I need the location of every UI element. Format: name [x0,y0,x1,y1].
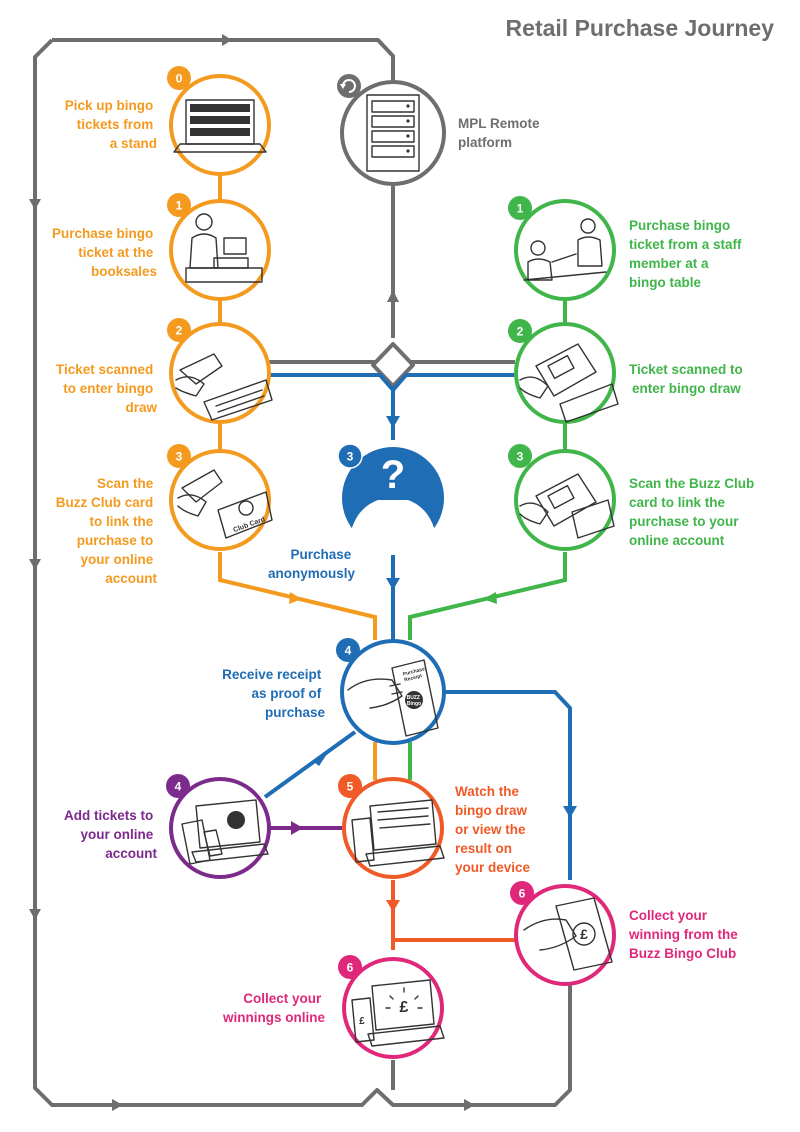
label-red-orange-5: Watch the bingo draw or view the result … [455,784,531,875]
laptop-phone-icon [181,799,269,865]
green-arrow [483,592,497,604]
ticket-stand-icon [173,99,267,153]
blue-lines [263,373,572,880]
step-pink-6-bottom: £ £ 6 Collect your winnings online [222,955,445,1059]
svg-text:£: £ [359,1016,365,1027]
badge-pink-6-right: 6 [519,887,526,901]
step-blue-3: ? 3 Purchase anonymously [268,443,444,581]
badge-blue-3: 3 [347,450,354,464]
badge-orange-3: 3 [176,450,183,464]
badge-red-orange-5: 5 [347,780,354,794]
red-orange-lines [391,880,516,950]
page-title: Retail Purchase Journey [506,15,775,41]
purple-arrow [291,821,303,835]
step-orange-0: 0 Pick up bingo tickets from a stand [65,66,271,176]
step-green-2: 2 Ticket scanned to enter bingo draw [508,319,747,424]
cashier-icon [185,213,263,283]
laptop-pound-icon: £ £ [351,979,445,1047]
badge-purple-4: 4 [175,780,182,794]
label-purple-4: Add tickets to your online account [64,808,158,861]
grey-arrows [29,34,475,1111]
svg-text:BUZZ Bingo: BUZZ Bingo [407,695,422,707]
barcode-scanner-icon [175,353,273,421]
step-pink-6-right: £ 6 Collect your winning from the Buzz B… [510,881,742,986]
badge-orange-2: 2 [176,324,183,338]
step-orange-3: Club Card 3 Scan the Buzz Club card to l… [56,444,273,586]
badge-green-3: 3 [517,450,524,464]
laptop-draw-icon [351,799,445,867]
badge-orange-1: 1 [176,199,183,213]
badge-blue-4: 4 [345,644,352,658]
label-orange-2: Ticket scanned to enter bingo draw [56,362,158,415]
step-green-3: 3 Scan the Buzz Club card to link the pu… [508,444,758,551]
grey-loop-lines [33,38,572,1107]
step-orange-1: 1 Purchase bingo ticket at the booksales [52,193,271,301]
sync-icon [337,74,361,98]
step-red-orange-5: 5 Watch the bingo draw or view the resul… [338,774,531,879]
label-orange-3: Scan the Buzz Club card to link the purc… [56,476,158,586]
svg-text:?: ? [381,453,405,497]
banknote-icon: £ [523,897,613,971]
label-green-3: Scan the Buzz Club card to link the purc… [629,476,758,548]
label-pink-6-right: Collect your winning from the Buzz Bingo… [628,908,742,961]
svg-text:£: £ [400,999,409,1016]
step-purple-4: 4 Add tickets to your online account [64,774,271,879]
step-blue-4: Purchase Receipt BUZZ Bingo 4 Receive re… [222,638,446,745]
step-orange-2: 2 Ticket scanned to enter bingo draw [56,318,273,424]
staff-table-icon [523,218,607,281]
label-green-2: Ticket scanned to enter bingo draw [629,362,747,396]
svg-text:Purchase Receipt: Purchase Receipt [402,666,428,683]
badge-green-2: 2 [517,325,524,339]
step-green-1: 1 Purchase bingo ticket from a staff mem… [508,196,745,301]
label-blue-3: Purchase anonymously [268,547,356,581]
anonymous-person-icon: ? [350,453,436,550]
blue-arrows [314,416,577,818]
handheld-terminal-icon [519,343,619,423]
badge-pink-6-bottom: 6 [347,961,354,975]
step-mpl-remote-platform: MPL Remote platform [337,74,543,186]
receipt-icon: Purchase Receipt BUZZ Bingo [347,659,439,737]
badge-orange-0: 0 [176,72,183,86]
orange-arrow [289,592,302,604]
red-orange-arrow [386,900,400,912]
terminal-card-icon [519,473,615,539]
label-green-1: Purchase bingo ticket from a staff membe… [629,218,745,290]
label-pink-6-bottom: Collect your winnings online [222,991,325,1025]
label-orange-0: Pick up bingo tickets from a stand [65,98,157,151]
label-mpl-platform: MPL Remote platform [458,116,543,150]
label-blue-4: Receive receipt as proof of purchase [222,667,325,720]
label-orange-1: Purchase bingo ticket at the booksales [52,226,157,279]
server-icon [366,94,420,172]
badge-green-1: 1 [517,202,524,216]
svg-text:£: £ [580,926,588,942]
